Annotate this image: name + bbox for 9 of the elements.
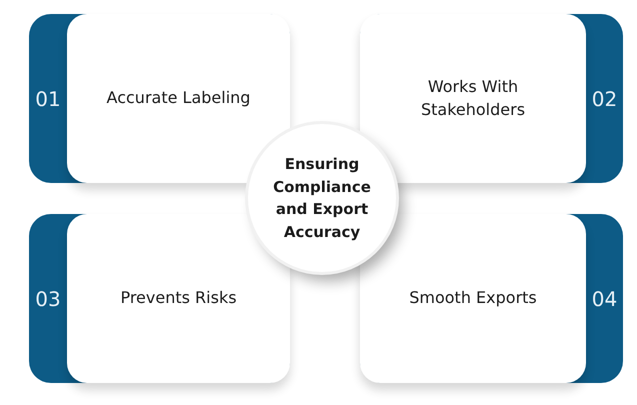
card-title: Accurate Labeling [106, 87, 250, 110]
step-number: 02 [590, 86, 618, 110]
card-title: Smooth Exports [409, 287, 537, 310]
card-title: Prevents Risks [120, 287, 237, 310]
circle-title: Ensuring Compliance and Export Accuracy [272, 154, 372, 242]
step-number: 03 [34, 286, 62, 310]
card-title: Works With Stakeholders [420, 76, 526, 120]
step-number: 01 [34, 86, 62, 110]
step-number: 04 [590, 286, 618, 310]
